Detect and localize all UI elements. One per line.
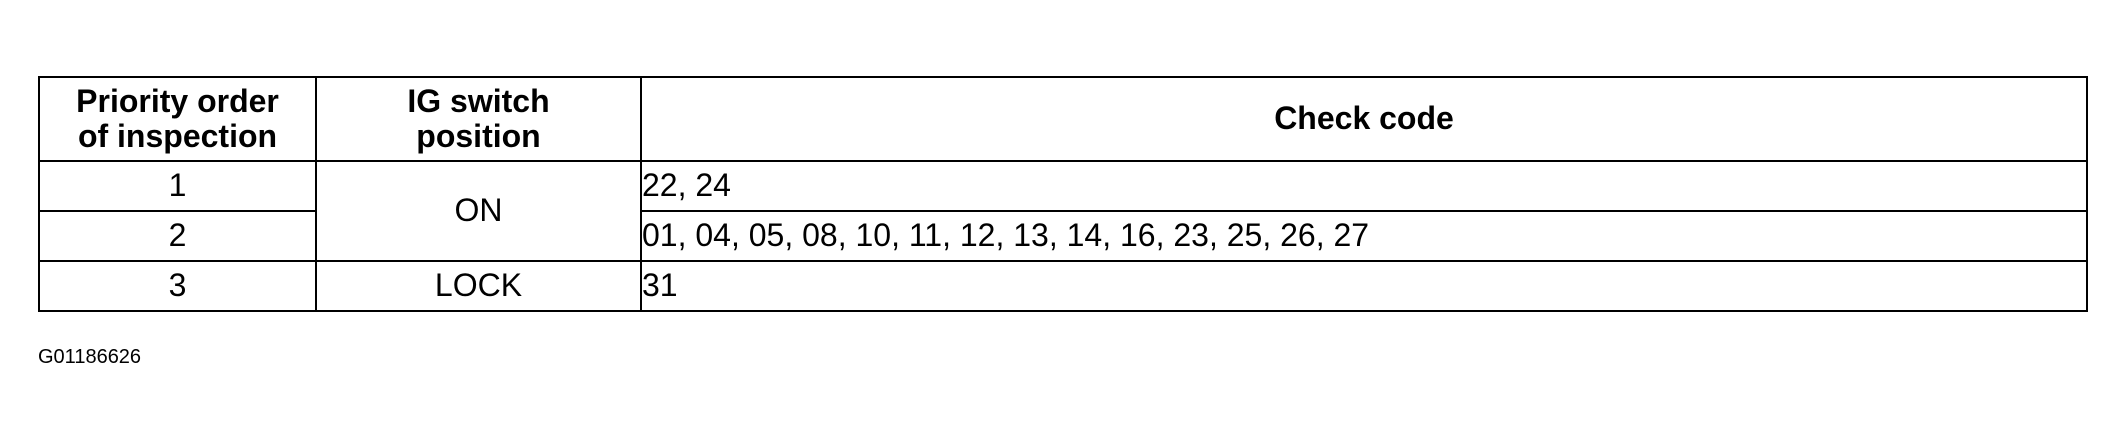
cell-priority: 2: [38, 210, 317, 262]
header-ig-switch-position: IG switch position: [315, 76, 642, 162]
header-check-code: Check code: [640, 76, 2088, 162]
cell-check-code: 01, 04, 05, 08, 10, 11, 12, 13, 14, 16, …: [640, 210, 2088, 262]
figure-code: G01186626: [38, 346, 142, 368]
header-ig-line1: IG switch: [407, 82, 550, 119]
cell-ig-switch: ON: [315, 160, 642, 262]
header-priority-order: Priority order of inspection: [38, 76, 317, 162]
cell-check-code: 22, 24: [640, 160, 2088, 212]
cell-ig-switch: LOCK: [315, 260, 642, 312]
table-row: 3 LOCK 31: [38, 260, 2088, 312]
cell-priority: 1: [38, 160, 317, 212]
header-priority-line1: Priority order: [76, 82, 279, 119]
table-header-row: Priority order of inspection IG switch p…: [38, 76, 2088, 162]
header-priority-line2: of inspection: [77, 118, 278, 154]
cell-check-code: 31: [640, 260, 2088, 312]
inspection-table-wrapper: Priority order of inspection IG switch p…: [38, 76, 2088, 312]
table-row: 2 01, 04, 05, 08, 10, 11, 12, 13, 14, 16…: [38, 210, 2088, 262]
cell-priority: 3: [38, 260, 317, 312]
header-ig-line2: position: [416, 118, 541, 154]
table-row: 1 ON 22, 24: [38, 160, 2088, 262]
inspection-priority-table: Priority order of inspection IG switch p…: [38, 76, 2088, 312]
